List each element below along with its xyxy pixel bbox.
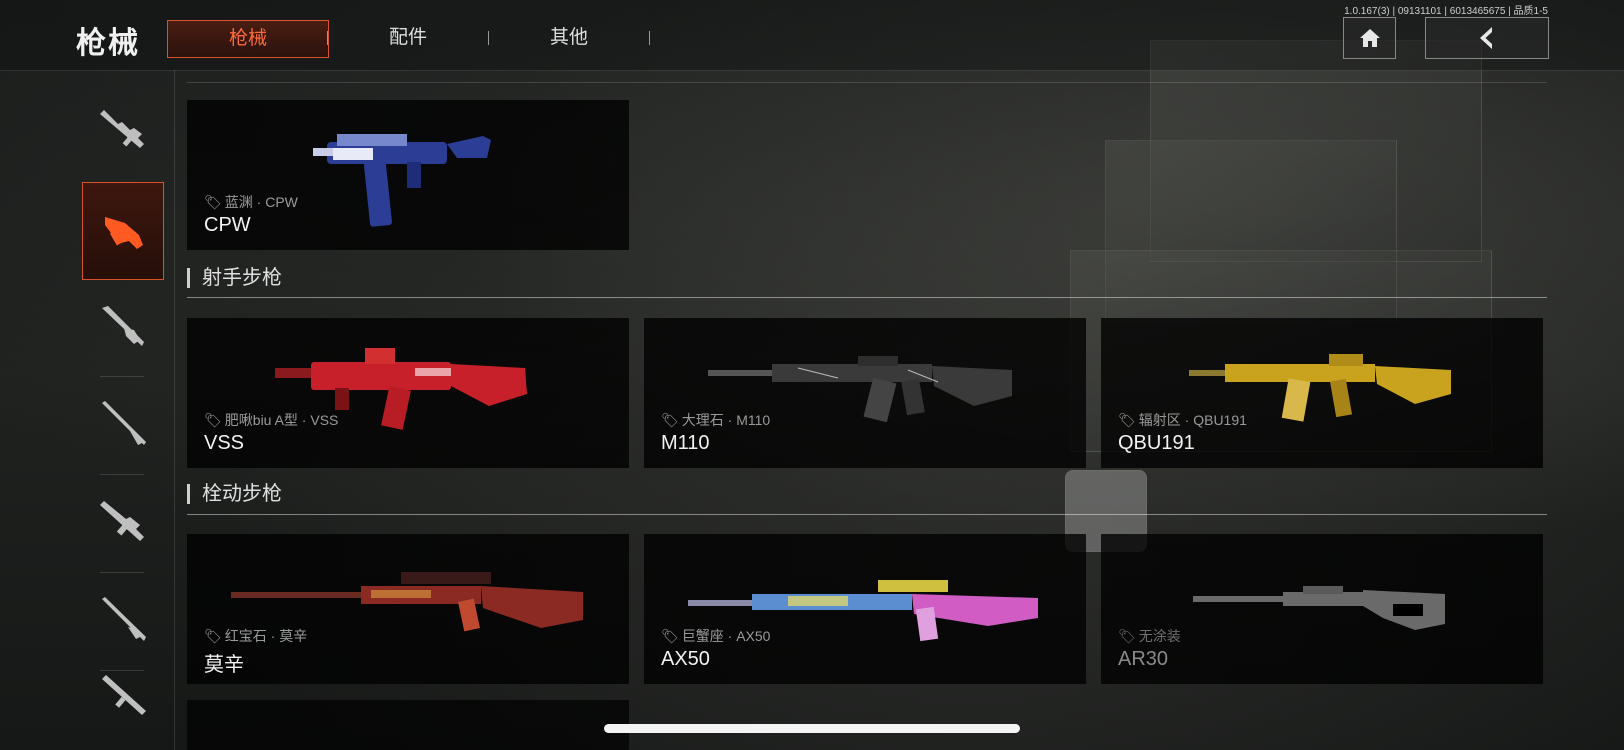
tag-icon: 🏷 — [661, 627, 679, 644]
sidebar-item-light-machine-gun[interactable] — [82, 475, 162, 571]
qbu191-weapon-image — [1189, 354, 1451, 422]
sidebar-item-bolt-rifle[interactable] — [82, 573, 162, 669]
weapon-name: QBU191 — [1118, 432, 1195, 454]
weapon-card-ax50[interactable]: 🏷 巨蟹座 · AX50 AX50 — [644, 534, 1086, 684]
mosin-weapon-image — [231, 572, 583, 632]
top-bar: 枪械 枪械 配件 其他 1.0.167(3) | 09131101 | 6013… — [0, 0, 1624, 71]
section-divider — [187, 514, 1547, 515]
weapon-name: AX50 — [661, 648, 710, 670]
skin-name: 红宝石 · 莫辛 — [224, 628, 308, 644]
tag-icon: 🏷 — [204, 193, 222, 210]
tag-icon: 🏷 — [1118, 627, 1136, 644]
tab-attachments[interactable]: 配件 — [388, 27, 427, 48]
background-crate — [1150, 40, 1482, 262]
vss-weapon-image — [275, 348, 527, 430]
weapon-card-mosin[interactable]: 🏷 红宝石 · 莫辛 莫辛 — [187, 534, 629, 684]
weapon-card-ar30[interactable]: 🏷 无涂装 AR30 — [1101, 534, 1543, 684]
content-divider — [187, 82, 1547, 83]
section-divider — [187, 297, 1547, 298]
sidebar-item-shotgun[interactable] — [82, 280, 162, 376]
weapon-name: CPW — [204, 214, 251, 236]
skin-label: 🏷 无涂装 — [1118, 626, 1181, 646]
skin-name: 巨蟹座 · AX50 — [681, 628, 771, 644]
sniper-rifle-icon — [102, 401, 146, 445]
home-button[interactable] — [1343, 17, 1396, 59]
m110-weapon-image — [708, 356, 1012, 423]
sidebar-item-sniper-rifle[interactable] — [82, 377, 162, 473]
home-icon — [1359, 29, 1380, 47]
sidebar-item-rifle[interactable] — [82, 671, 162, 741]
weapon-name: VSS — [204, 432, 245, 454]
tab-separator — [488, 31, 489, 45]
shotgun-icon — [102, 306, 144, 346]
skin-name: 无涂装 — [1138, 628, 1181, 644]
skin-name: 肥啾biu A型 · VSS — [224, 412, 339, 428]
tab-guns[interactable]: 枪械 — [167, 20, 329, 58]
tag-icon: 🏷 — [661, 411, 679, 428]
sidebar-item-smg[interactable] — [82, 182, 164, 280]
section-title-bolt-action: 栓动步枪 — [187, 484, 282, 504]
ax50-weapon-image — [688, 580, 1038, 642]
skin-label: 🏷 红宝石 · 莫辛 — [204, 626, 307, 646]
tag-icon: 🏷 — [1118, 411, 1136, 428]
skin-name: 大理石 · M110 — [681, 412, 771, 428]
skin-label: 🏷 肥啾biu A型 · VSS — [204, 410, 338, 430]
sidebar-divider — [174, 70, 175, 750]
tag-icon: 🏷 — [204, 411, 222, 428]
weapon-name: 莫辛 — [204, 654, 244, 676]
tab-others[interactable]: 其他 — [549, 27, 588, 48]
page-title: 枪械 — [76, 27, 140, 60]
version-info: 1.0.167(3) | 09131101 | 6013465675 | 品质1… — [1344, 6, 1548, 17]
chevron-left-icon — [1480, 27, 1492, 49]
skin-label: 🏷 辐射区 · QBU191 — [1118, 410, 1247, 430]
sidebar-separator — [100, 376, 144, 377]
tab-separator — [327, 31, 328, 45]
sidebar-separator — [100, 670, 144, 671]
skin-label: 🏷 大理石 · M110 — [661, 410, 770, 430]
skin-name: 蓝渊 · CPW — [224, 194, 298, 210]
light-machine-gun-icon — [100, 501, 144, 541]
weapon-card-cpw[interactable]: 🏷 蓝渊 · CPW CPW — [187, 100, 629, 250]
back-button[interactable] — [1425, 17, 1549, 59]
tag-icon: 🏷 — [204, 627, 222, 644]
weapon-name: M110 — [661, 432, 710, 454]
assault-rifle-icon — [100, 110, 144, 148]
tab-separator — [649, 31, 650, 45]
weapon-card-m110[interactable]: 🏷 大理石 · M110 M110 — [644, 318, 1086, 468]
weapon-card-qbu191[interactable]: 🏷 辐射区 · QBU191 QBU191 — [1101, 318, 1543, 468]
weapon-card-partial[interactable] — [187, 700, 629, 750]
skin-label: 🏷 巨蟹座 · AX50 — [661, 626, 770, 646]
skin-label: 🏷 蓝渊 · CPW — [204, 192, 298, 212]
bolt-rifle-icon — [102, 597, 146, 641]
weapon-name: AR30 — [1118, 648, 1169, 670]
sidebar-separator — [100, 474, 144, 475]
rifle-icon — [102, 675, 146, 715]
home-indicator[interactable] — [604, 724, 1020, 733]
weapon-card-vss[interactable]: 🏷 肥啾biu A型 · VSS VSS — [187, 318, 629, 468]
section-title-marksman: 射手步枪 — [187, 268, 282, 288]
ar30-weapon-image — [1193, 586, 1445, 630]
sidebar-separator — [100, 572, 144, 573]
skin-name: 辐射区 · QBU191 — [1138, 412, 1247, 428]
sidebar-item-assault-rifle[interactable] — [82, 84, 162, 180]
cpw-weapon-image — [313, 134, 491, 227]
smg-icon — [105, 217, 143, 249]
